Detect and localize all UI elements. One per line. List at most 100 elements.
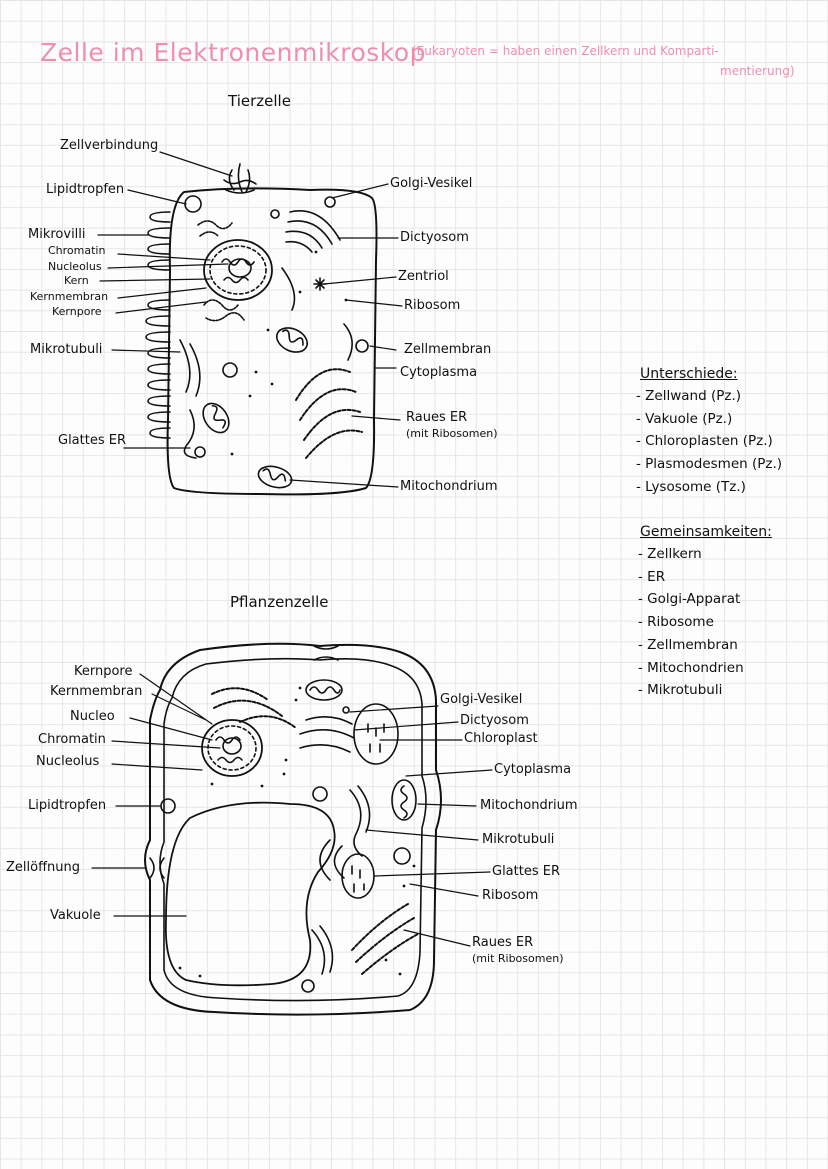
animal-centriole xyxy=(313,277,327,291)
page-title: Zelle im Elektronenmikroskop xyxy=(40,38,427,67)
list-item: - Zellmembran xyxy=(638,636,738,653)
plant-chloroplast-2 xyxy=(341,853,375,899)
animal-nucleolus xyxy=(228,258,252,278)
list-item: - Zellkern xyxy=(638,546,702,562)
plant-plasmodesma-top xyxy=(313,645,339,661)
animal-rough-er-small xyxy=(197,220,245,322)
label-cytoplasma: Cytoplasma xyxy=(400,365,478,380)
plant-cell-drawing xyxy=(91,642,493,1016)
plant-mitochondrium-2 xyxy=(391,779,417,821)
plant-vesicle-1 xyxy=(312,786,328,802)
plant-nucleus-membrane xyxy=(201,719,263,777)
plant-vesicle-2 xyxy=(393,847,411,865)
plant-label-golgi-vesikel: Golgi-Vesikel xyxy=(440,692,523,707)
label-raues-er-note: (mit Ribosomen) xyxy=(406,427,498,440)
label-mikrovilli: Mikrovilli xyxy=(28,227,86,242)
label-zellverbindung: Zellverbindung xyxy=(60,138,159,153)
label-chromatin: Chromatin xyxy=(48,244,106,257)
label-dictyosom: Dictyosom xyxy=(400,230,469,245)
animal-mitochondrium-2 xyxy=(202,402,230,434)
list-item: - Plasmodesmen (Pz.) xyxy=(636,456,783,473)
list-item: - Mitochondrien xyxy=(638,659,744,676)
list-item: - Zellwand (Pz.) xyxy=(636,388,742,404)
animal-rough-er xyxy=(295,368,363,459)
plant-chloroplast xyxy=(353,703,399,765)
list-item: - Mikrotubuli xyxy=(638,682,723,699)
animal-cell-drawing xyxy=(97,151,403,496)
list-item: - Vakuole (Pz.) xyxy=(636,410,733,427)
plant-nucleus-inner xyxy=(207,725,257,771)
title-note-line2: mentierung) xyxy=(720,64,795,78)
animal-nucleus-inner xyxy=(209,245,267,295)
animal-leader-lines xyxy=(97,151,403,488)
plant-label-zelloeffnung: Zellöffnung xyxy=(6,860,81,875)
label-mitochondrium: Mitochondrium xyxy=(400,479,498,494)
label-zellmembran: Zellmembran xyxy=(404,342,492,357)
animal-vesicle-3 xyxy=(194,446,206,458)
plant-cell-opening xyxy=(149,857,165,879)
animal-golgi-vesicle-2 xyxy=(270,209,280,219)
plant-microtubuli xyxy=(311,785,371,975)
list-item: - Ribosome xyxy=(638,614,714,631)
plant-label-cytoplasma: Cytoplasma xyxy=(494,762,572,777)
plant-label-kernmembran: Kernmembran xyxy=(50,684,143,699)
plant-label-nucleolus: Nucleolus xyxy=(36,754,100,769)
differences-list: - Zellwand (Pz.) - Vakuole (Pz.) - Chlor… xyxy=(636,385,782,499)
plant-cell-heading: Pflanzenzelle xyxy=(230,593,329,611)
plant-nucleolus xyxy=(222,737,242,755)
plant-rough-er-top xyxy=(211,687,297,729)
label-ribosom: Ribosom xyxy=(404,298,461,313)
plant-vacuole xyxy=(164,801,336,987)
plant-smooth-er xyxy=(319,839,345,881)
list-item: - Golgi-Apparat xyxy=(638,591,741,608)
similarities-heading: Gemeinsamkeiten: xyxy=(640,524,772,540)
plant-label-chromatin: Chromatin xyxy=(38,732,106,747)
animal-microvilli xyxy=(145,211,171,439)
animal-mitochondrium-3 xyxy=(257,465,293,489)
title-note-line1: (Eukaryoten = haben einen Zellkern und K… xyxy=(412,44,719,58)
plant-cell-wall xyxy=(144,642,442,1016)
plant-label-lipidtropfen: Lipidtropfen xyxy=(28,798,107,813)
plant-ribosomes xyxy=(178,686,416,978)
label-kernpore: Kernpore xyxy=(52,305,102,318)
plant-label-chloroplast: Chloroplast xyxy=(464,731,538,746)
label-raues-er: Raues ER xyxy=(406,410,468,425)
plant-label-raues-er: Raues ER xyxy=(472,935,534,950)
animal-vesicle-2 xyxy=(355,339,369,353)
plant-label-ribosom: Ribosom xyxy=(482,888,539,903)
list-item: - Chloroplasten (Pz.) xyxy=(636,433,773,450)
plant-rough-er-bottom xyxy=(351,903,419,975)
label-nucleolus: Nucleolus xyxy=(48,260,102,273)
similarities-list: - Zellkern - ER - Golgi-Apparat - Riboso… xyxy=(638,543,744,702)
animal-golgi-vesicle xyxy=(324,196,336,208)
animal-nucleus-membrane xyxy=(203,239,273,301)
label-golgi-vesikel: Golgi-Vesikel xyxy=(390,176,473,191)
label-lipidtropfen: Lipidtropfen xyxy=(46,182,125,197)
animal-microtubuli xyxy=(179,267,353,397)
list-item: - ER xyxy=(638,568,666,585)
plant-leader-lines xyxy=(91,673,493,947)
plant-label-mitochondrium: Mitochondrium xyxy=(480,798,578,813)
animal-cell-membrane xyxy=(166,187,378,496)
label-zentriol: Zentriol xyxy=(398,269,449,284)
plant-label-vakuole: Vakuole xyxy=(50,908,101,923)
plant-chromatin xyxy=(215,736,243,764)
animal-ribosomes xyxy=(230,250,348,456)
plant-lipid-droplet xyxy=(160,798,176,814)
label-glattes-er: Glattes ER xyxy=(58,433,126,448)
animal-cell-heading: Tierzelle xyxy=(228,92,291,110)
animal-chromatin xyxy=(221,258,255,284)
animal-vesicle-1 xyxy=(222,362,238,378)
plant-label-glattes-er: Glattes ER xyxy=(492,864,560,879)
plant-golgi xyxy=(299,716,355,753)
plant-mitochondrium-1 xyxy=(305,679,343,701)
label-mikrotubuli: Mikrotubuli xyxy=(30,342,103,357)
animal-smooth-er xyxy=(183,409,197,459)
animal-mitochondrium-1 xyxy=(275,327,309,353)
animal-golgi xyxy=(285,210,341,253)
animal-lipid-droplet xyxy=(184,195,202,213)
plant-label-nucleo: Nucleo xyxy=(70,709,115,724)
differences-heading: Unterschiede: xyxy=(640,366,738,382)
animal-cell-junction xyxy=(223,163,257,194)
